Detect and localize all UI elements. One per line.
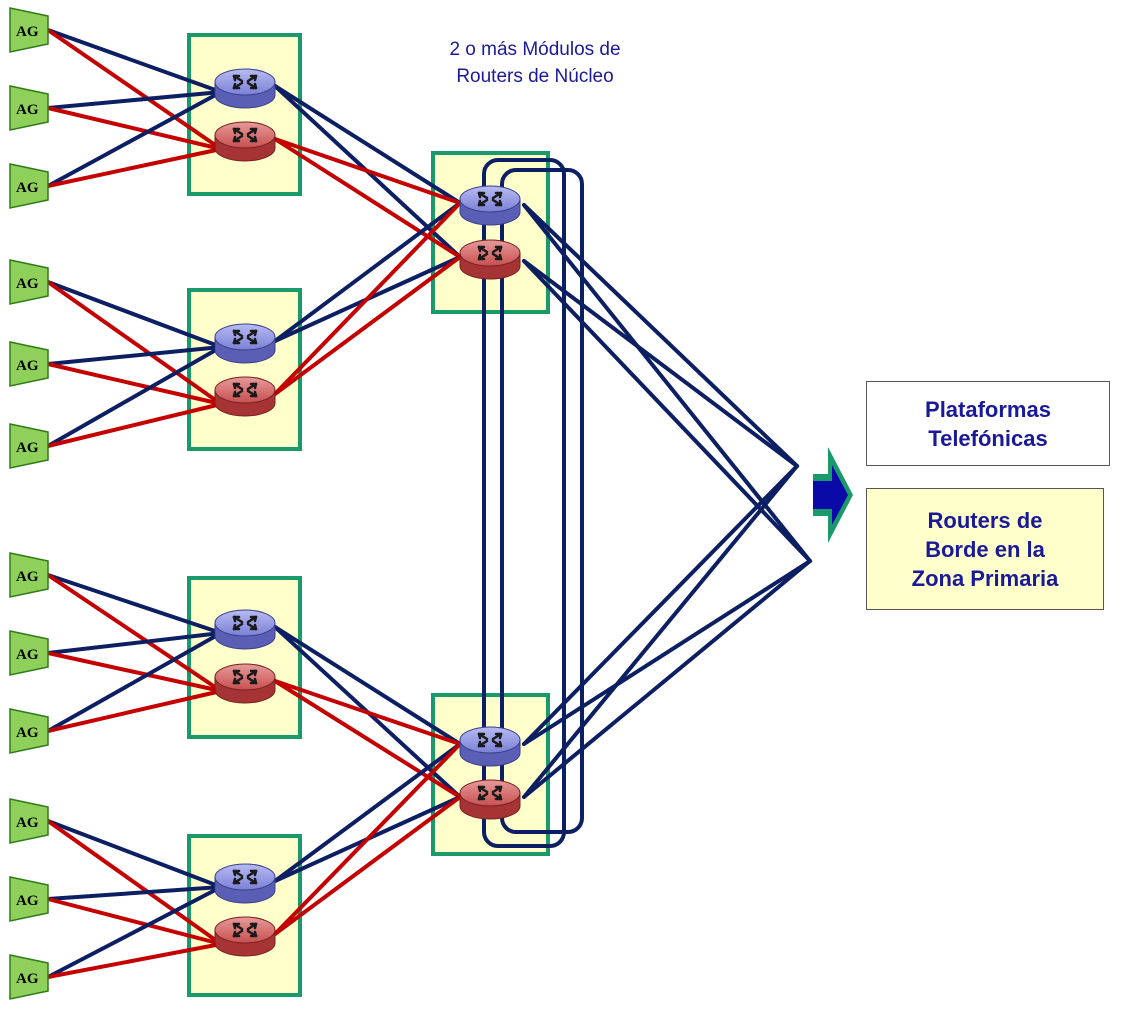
link-acc3-blue-core-blue: [273, 625, 462, 746]
ag-label-8: AG: [16, 647, 39, 663]
ag-label-2: AG: [16, 102, 39, 118]
link-ag4-red: [46, 280, 223, 406]
link-ag8-blue: [46, 631, 223, 655]
link-ag11-red: [46, 897, 223, 946]
edge-label-line2: Borde en la: [925, 536, 1045, 562]
access-router-blue-2: [214, 323, 276, 364]
core-modules-label: 2 o más Módulos de Routers de Núcleo: [395, 36, 675, 90]
core-modules-label-line2: Routers de Núcleo: [456, 66, 614, 87]
access-router-red-2: [214, 376, 276, 417]
platforms-label-line1: Plataformas: [925, 396, 1051, 422]
link-core2-red-edge-a: [522, 464, 799, 799]
core-modules-label-line1: 2 o más Módulos de: [449, 39, 621, 60]
platforms-label-line2: Telefónicas: [928, 425, 1048, 451]
access-router-red-3: [214, 663, 276, 704]
link-ag1-blue: [46, 28, 223, 94]
core-router-red-2: [459, 779, 521, 820]
link-ag3-blue: [46, 90, 223, 188]
link-ag12-blue: [46, 885, 223, 979]
access-router-blue-3: [214, 609, 276, 650]
access-module-1: [187, 33, 302, 196]
ag-label-3: AG: [16, 180, 39, 196]
ag-label-6: AG: [16, 440, 39, 456]
link-acc4-red-core-blue: [273, 742, 462, 936]
access-router-blue-1: [214, 68, 276, 109]
link-ag7-blue: [46, 573, 223, 635]
ag-label-10: AG: [16, 815, 39, 831]
link-core1-red-edge-a: [522, 259, 799, 468]
ag-icon-12: AG: [9, 954, 49, 1000]
link-ag1-red: [46, 28, 223, 151]
ag-label-5: AG: [16, 358, 39, 374]
telephony-platforms-box: Plataformas Telefónicas: [866, 381, 1110, 466]
link-core1-blue-edge-b: [522, 203, 812, 563]
access-router-red-4: [214, 916, 276, 957]
access-router-red-1: [214, 121, 276, 162]
edge-label-line3: Zona Primaria: [911, 565, 1059, 591]
right-arrow-icon: [813, 447, 853, 543]
ag-label-9: AG: [16, 725, 39, 741]
link-ag12-red: [46, 942, 223, 979]
ag-label-12: AG: [16, 971, 39, 987]
link-ag2-red: [46, 106, 223, 151]
link-ag4-blue: [46, 280, 223, 349]
access-module-3: [187, 576, 302, 739]
ag-label-11: AG: [16, 893, 39, 909]
link-ag9-red: [46, 689, 223, 733]
ag-icon-8: AG: [9, 630, 49, 676]
ag-icon-5: AG: [9, 341, 49, 387]
link-acc2-red-core-blue: [273, 201, 462, 396]
core-router-blue-1: [459, 185, 521, 226]
core-group-enclosure-1: [482, 158, 566, 848]
link-ag7-red: [46, 573, 223, 693]
core-module-1: [431, 151, 550, 314]
access-router-blue-4: [214, 863, 276, 904]
access-module-4: [187, 834, 302, 997]
ag-icon-2: AG: [9, 85, 49, 131]
core-group-enclosure-2: [500, 168, 584, 834]
link-ag8-red: [46, 651, 223, 693]
ag-icon-7: AG: [9, 552, 49, 598]
ag-label-7: AG: [16, 569, 39, 585]
link-acc3-red-core-blue: [273, 679, 462, 746]
link-core2-blue-edge-b: [522, 559, 812, 746]
link-ag11-blue: [46, 885, 223, 901]
link-ag9-blue: [46, 631, 223, 733]
link-core2-red-edge-b: [522, 559, 812, 799]
link-ag2-blue: [46, 90, 223, 110]
link-core1-blue-edge-a: [522, 203, 799, 468]
access-module-2: [187, 288, 302, 451]
ag-icon-9: AG: [9, 708, 49, 754]
ag-label-4: AG: [16, 276, 39, 292]
ag-icon-10: AG: [9, 798, 49, 844]
link-core1-red-edge-b: [522, 259, 812, 563]
link-acc1-red-core-blue: [273, 137, 462, 205]
edge-label-line1: Routers de: [927, 507, 1043, 533]
link-ag6-blue: [46, 345, 223, 448]
link-ag10-blue: [46, 819, 223, 889]
link-ag5-blue: [46, 345, 223, 366]
link-ag6-red: [46, 402, 223, 448]
ag-icon-6: AG: [9, 423, 49, 469]
ag-icon-3: AG: [9, 163, 49, 209]
link-ag5-red: [46, 362, 223, 406]
link-acc1-blue-core-blue: [273, 84, 462, 205]
edge-routers-box: Routers de Borde en la Zona Primaria: [866, 488, 1104, 610]
link-ag3-red: [46, 147, 223, 188]
link-ag10-red: [46, 819, 223, 946]
link-acc2-blue-core-blue: [273, 201, 462, 343]
link-acc4-red-core-red: [273, 795, 462, 936]
link-core2-blue-edge-a: [522, 464, 799, 746]
ag-label-1: AG: [16, 24, 39, 40]
ag-icon-4: AG: [9, 259, 49, 305]
core-router-blue-2: [459, 726, 521, 767]
ag-icon-11: AG: [9, 876, 49, 922]
link-acc2-red-core-red: [273, 255, 462, 396]
core-router-red-1: [459, 239, 521, 280]
ag-icon-1: AG: [9, 7, 49, 53]
link-acc4-blue-core-blue: [273, 742, 462, 883]
